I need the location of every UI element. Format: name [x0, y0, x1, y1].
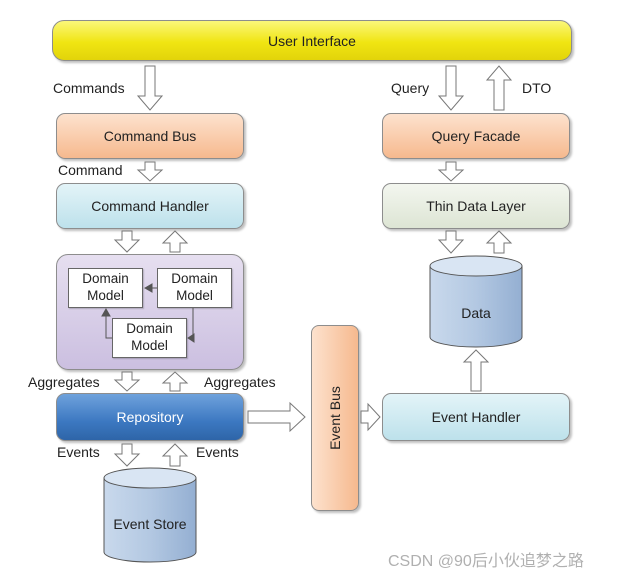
arrow-down-icon — [437, 161, 465, 182]
arrow-up-icon — [485, 230, 513, 254]
command-handler-box: Command Handler — [56, 183, 244, 229]
user-interface-box: User Interface — [52, 20, 572, 61]
arrow-down-icon — [113, 443, 141, 467]
events-right-label: Events — [196, 444, 239, 460]
command-bus-box: Command Bus — [56, 113, 244, 159]
commands-label: Commands — [53, 80, 125, 96]
arrow-right-icon — [247, 401, 306, 433]
aggregates-left-label: Aggregates — [28, 374, 100, 390]
arrow-up-icon — [101, 307, 111, 317]
watermark: CSDN @90后小伙追梦之路 — [388, 553, 584, 570]
arrow-down-icon — [136, 161, 164, 182]
query-facade-box: Query Facade — [382, 113, 570, 159]
aggregates-right-label: Aggregates — [204, 374, 276, 390]
arrow-up-icon — [161, 371, 189, 392]
repository-box: Repository — [56, 393, 244, 441]
arrow-right-icon — [360, 402, 381, 432]
command-label: Command — [58, 162, 123, 178]
query-label: Query — [391, 80, 430, 96]
arrow-down-icon — [437, 65, 465, 111]
arrow-up-icon — [462, 349, 490, 392]
user-interface-label: User Interface — [268, 32, 356, 49]
arrow-up-icon — [485, 65, 513, 111]
dto-label: DTO — [522, 80, 552, 96]
event-handler-label: Event Handler — [431, 409, 521, 425]
arrow-left-icon — [143, 283, 153, 293]
domain-model-2: Domain Model — [157, 268, 232, 308]
events-left-label: Events — [57, 444, 100, 460]
command-bus-label: Command Bus — [103, 128, 197, 144]
domain-model-3: Domain Model — [112, 318, 187, 358]
arrow-down-icon — [437, 230, 465, 254]
arrow-down-icon — [113, 230, 141, 253]
event-store-label: Event Store — [113, 516, 187, 532]
event-bus-box — [311, 325, 359, 511]
event-store-cylinder — [103, 467, 197, 563]
thin-data-layer-label: Thin Data Layer — [426, 198, 526, 214]
data-label: Data — [461, 305, 491, 321]
repository-label: Repository — [116, 409, 184, 425]
data-cylinder — [429, 255, 523, 348]
arrow-up-icon — [161, 230, 189, 253]
arrow-down-icon — [113, 371, 141, 392]
query-facade-label: Query Facade — [431, 128, 521, 144]
arrow-up-icon — [161, 443, 189, 467]
command-handler-label: Command Handler — [91, 198, 209, 214]
arrow-down-icon — [136, 65, 164, 111]
event-handler-box: Event Handler — [382, 393, 570, 441]
domain-model-1: Domain Model — [68, 268, 143, 308]
thin-data-layer-box: Thin Data Layer — [382, 183, 570, 229]
arrow-left-icon — [187, 333, 195, 343]
